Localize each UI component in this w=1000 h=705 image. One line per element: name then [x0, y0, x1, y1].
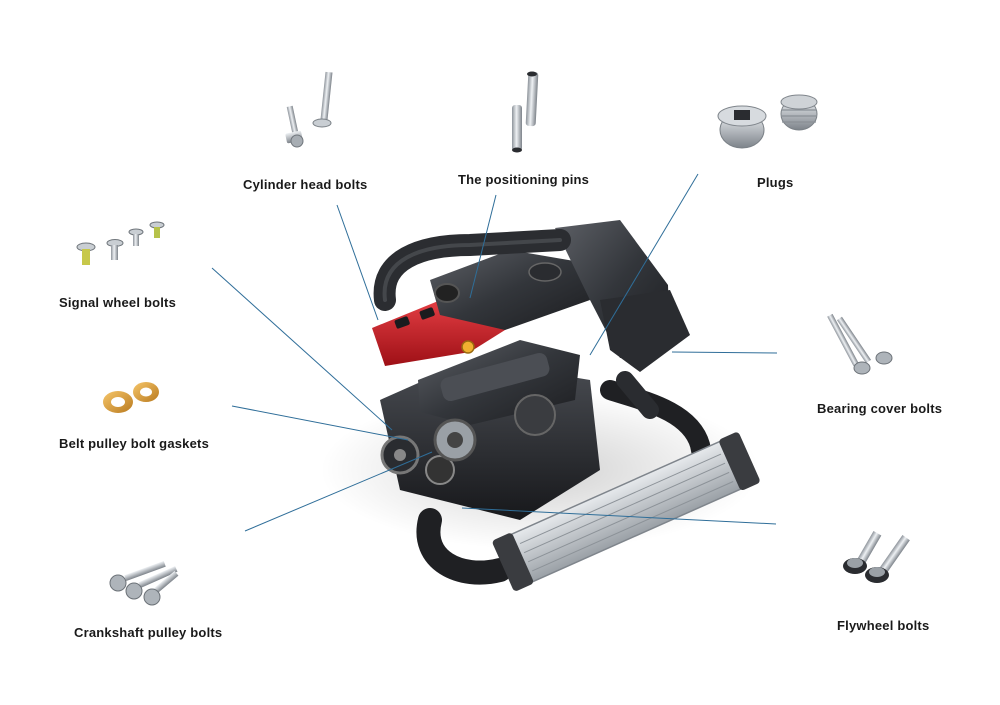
leader-line-bearing-cover-bolts	[671, 351, 778, 354]
label-belt-pulley-bolt-gaskets: Belt pulley bolt gaskets	[59, 436, 210, 451]
label-plugs: Plugs	[757, 175, 794, 190]
leader-line-positioning-pins	[469, 194, 497, 299]
leader-line-flywheel-bolts	[461, 507, 777, 525]
belt-pulley-bolt-gaskets-icon	[103, 382, 159, 413]
crankshaft-pulley-bolts-icon	[109, 560, 179, 606]
leader-line-belt-pulley-bolt-gaskets	[231, 405, 409, 441]
label-bearing-cover-bolts: Bearing cover bolts	[817, 401, 943, 416]
flywheel-bolts-icon	[843, 530, 910, 583]
bearing-cover-bolts-icon	[827, 313, 893, 375]
leader-line-cylinder-head-bolts	[336, 204, 379, 321]
positioning-pins-icon	[512, 71, 539, 153]
leader-lines	[211, 173, 778, 532]
label-signal-wheel-bolts: Signal wheel bolts	[59, 295, 177, 310]
label-flywheel-bolts: Flywheel bolts	[837, 618, 930, 633]
engine-illustration	[320, 220, 760, 591]
leader-line-crankshaft-pulley-bolts	[244, 451, 433, 532]
label-positioning-pins: The positioning pins	[458, 172, 590, 187]
label-crankshaft-pulley-bolts: Crankshaft pulley bolts	[74, 625, 223, 640]
label-cylinder-head-bolts: Cylinder head bolts	[243, 177, 368, 192]
leader-line-plugs	[589, 173, 699, 356]
cylinder-head-bolts-icon	[285, 71, 333, 148]
plugs-icon	[717, 94, 818, 149]
leader-line-signal-wheel-bolts	[211, 267, 393, 431]
signal-wheel-bolts-icon	[76, 221, 165, 265]
